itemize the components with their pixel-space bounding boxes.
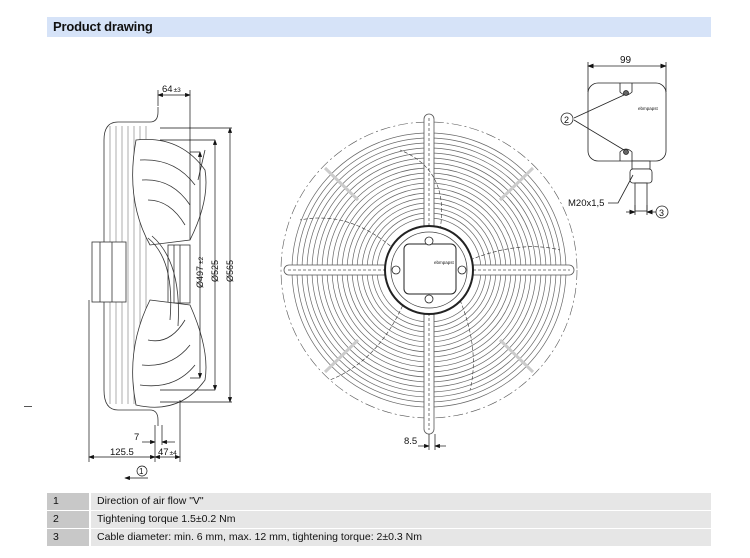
front-view	[280, 113, 578, 450]
dim-47: 47±4	[158, 447, 177, 458]
terminal-box-view	[560, 62, 669, 219]
side-view	[91, 107, 207, 426]
dim-125-5: 125.5	[110, 447, 134, 458]
callout-3: 3	[659, 208, 664, 218]
legend-number: 2	[47, 511, 89, 528]
front-hub-bolts	[391, 236, 467, 304]
dim-7: 7	[134, 432, 139, 443]
section-title: Product drawing	[53, 19, 153, 34]
legend-description: Cable diameter: min. 6 mm, max. 12 mm, t…	[91, 529, 711, 546]
legend-row: 1 Direction of air flow "V"	[47, 493, 711, 510]
front-terminal-box	[403, 243, 457, 295]
cable-gland-label: M20x1,5	[568, 198, 604, 209]
side-dimension-labels: 64±3 Ø497±2 Ø525 Ø565 7 125.5 47±4 1	[110, 84, 235, 476]
side-guard-outline	[103, 121, 150, 411]
side-blade-lower	[132, 299, 207, 408]
side-dimensions	[88, 90, 233, 481]
dim-99: 99	[620, 55, 632, 66]
section-header: Product drawing	[47, 17, 711, 37]
side-motor	[91, 241, 127, 303]
terminal-brand-label: ebmpapst	[638, 106, 659, 111]
legend-row: 3 Cable diameter: min. 6 mm, max. 12 mm,…	[47, 529, 711, 546]
dim-8-5: 8.5	[404, 436, 417, 447]
front-brand-label: ebmpapst	[434, 260, 455, 265]
front-blades	[299, 149, 561, 391]
legend-number: 1	[47, 493, 89, 510]
side-blade-upper	[132, 139, 207, 246]
dim-64: 64±3	[162, 84, 181, 95]
callout-1: 1	[139, 467, 144, 476]
callout-2: 2	[564, 115, 569, 125]
legend-description: Direction of air flow "V"	[91, 493, 711, 510]
dim-dia-525: Ø525	[210, 260, 220, 282]
edge-mark	[24, 406, 32, 407]
dim-dia-497: Ø497±2	[195, 256, 205, 288]
legend-table: 1 Direction of air flow "V" 2 Tightening…	[47, 493, 711, 547]
legend-row: 2 Tightening torque 1.5±0.2 Nm	[47, 511, 711, 528]
product-drawing: 64±3 Ø497±2 Ø525 Ø565 7 125.5 47±4 1	[88, 55, 669, 481]
dim-dia-565: Ø565	[225, 260, 235, 282]
legend-number: 3	[47, 529, 89, 546]
legend-description: Tightening torque 1.5±0.2 Nm	[91, 511, 711, 528]
